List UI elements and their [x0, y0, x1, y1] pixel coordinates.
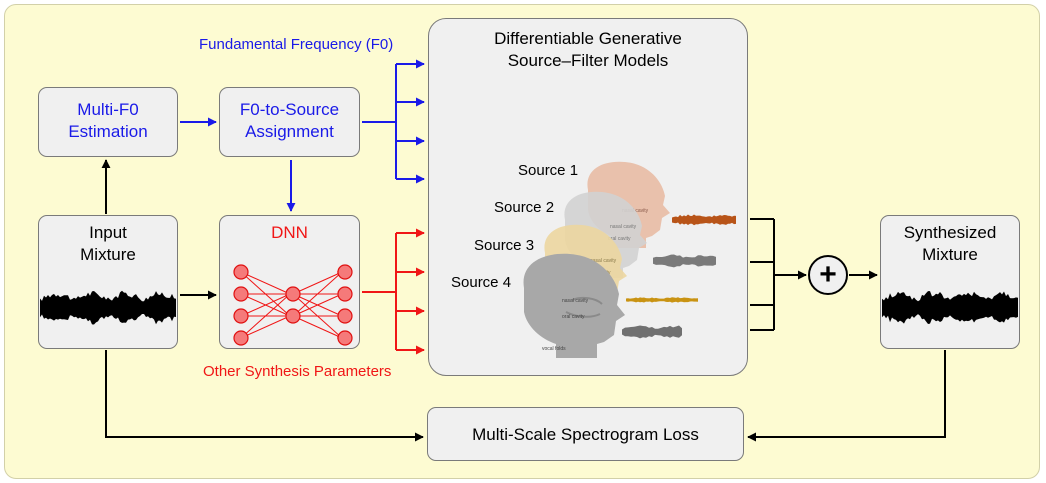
input-mixture-label-line1: Input — [89, 223, 127, 242]
source-1-label: Source 1 — [518, 162, 579, 179]
multi-f0-box — [38, 87, 178, 157]
assignment-label-line2: Assignment — [245, 122, 334, 141]
input-waveform-icon — [40, 290, 176, 325]
adder-circle — [808, 255, 848, 295]
assignment-box — [219, 87, 360, 157]
synthesized-mixture-label-line1: Synthesized — [903, 223, 997, 242]
input-mixture-box — [38, 215, 178, 349]
source-3-label: Source 3 — [474, 237, 535, 254]
head-2-label: nasal cavity — [610, 224, 637, 230]
models-title-line1: Differentiable Generative — [494, 29, 682, 48]
models-title-line2: Source–Filter Models — [507, 51, 669, 70]
source-2-waveform-icon — [653, 254, 716, 268]
f0-annotation: Fundamental Frequency (F0) — [199, 36, 394, 53]
dnn-network-icon — [233, 264, 353, 346]
source-1-waveform-icon — [672, 214, 736, 226]
black-connectors — [101, 159, 946, 442]
synthesized-mixture-label-line2: Mixture — [922, 245, 978, 264]
head-4-icon: nasal cavity oral cavity vocal folds — [523, 253, 625, 358]
dnn-label: DNN — [271, 223, 308, 242]
source-4-waveform-icon — [622, 325, 682, 339]
head-4-label-nasal: nasal cavity — [562, 298, 589, 304]
synthesized-mixture-box — [880, 215, 1020, 349]
synthesized-waveform-icon — [882, 291, 1018, 324]
assignment-label-line1: F0-to-Source — [239, 100, 340, 119]
loss-label: Multi-Scale Spectrogram Loss — [472, 425, 699, 444]
source-4-label: Source 4 — [451, 274, 512, 291]
multi-f0-label-line1: Multi-F0 — [77, 100, 139, 119]
source-3-waveform-icon — [626, 297, 698, 303]
head-2-label-oral: oral cavity — [608, 236, 631, 242]
multi-f0-label-line2: Estimation — [68, 122, 148, 141]
f0-connectors — [180, 59, 425, 212]
loss-box — [427, 407, 744, 461]
adder-symbol: + — [819, 258, 837, 291]
source-2-label: Source 2 — [494, 199, 555, 216]
head-3-label: nasal cavity — [590, 258, 617, 264]
input-mixture-label-line2: Mixture — [80, 245, 136, 264]
head-4-label-folds: vocal folds — [542, 346, 566, 352]
other-parameters-annotation: Other Synthesis Parameters — [203, 363, 392, 380]
dnn-box — [219, 215, 360, 349]
parameter-connectors — [362, 228, 425, 355]
head-4-label-oral: oral cavity — [562, 314, 585, 320]
